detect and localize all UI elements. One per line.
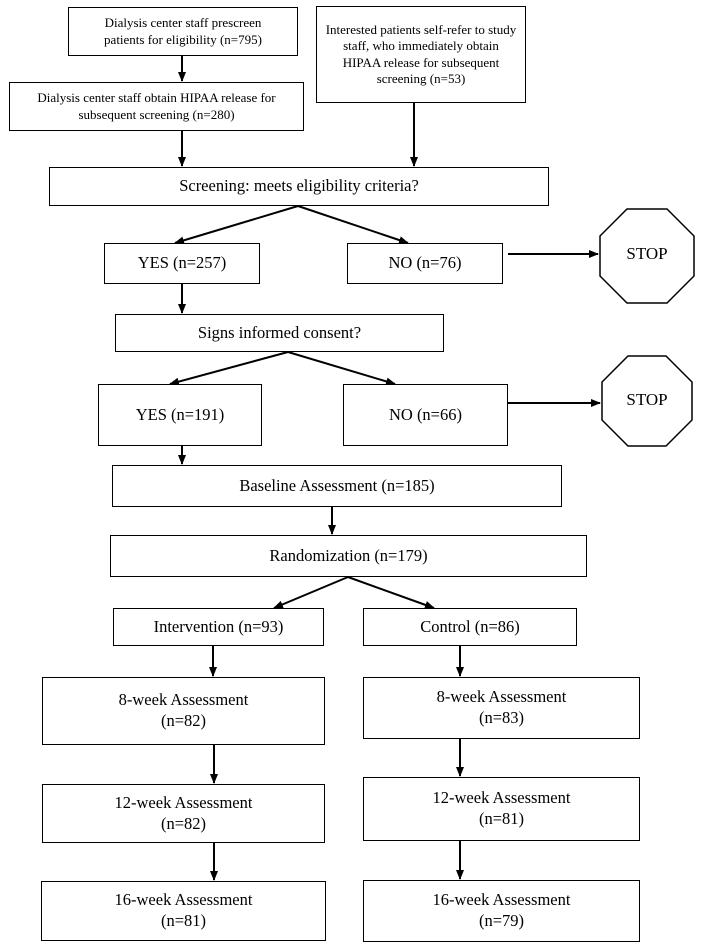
assessment-count: (n=82) <box>160 711 207 730</box>
stop-text: STOP <box>626 244 668 263</box>
stop-sign-1: STOP <box>599 208 695 304</box>
stop-sign-2: STOP <box>601 355 693 447</box>
assessment-title: 8-week Assessment <box>436 687 567 707</box>
screen-no-text: NO (n=76) <box>388 253 462 273</box>
intervention-box: Intervention (n=93) <box>113 608 324 646</box>
screening-text: Screening: meets eligibility criteria? <box>179 176 419 196</box>
self-refer-box: Interested patients self-refer to study … <box>316 6 526 103</box>
assessment-title: 12-week Assessment <box>432 788 571 808</box>
consent-no-box: NO (n=66) <box>343 384 508 446</box>
consent-yes-text: YES (n=191) <box>135 404 225 424</box>
arrow <box>169 351 289 386</box>
octagon-icon <box>601 355 693 447</box>
assessment-count: (n=79) <box>478 911 525 930</box>
control-12week-box: 12-week Assessment (n=81) <box>363 777 640 841</box>
consent-no-text: NO (n=66) <box>388 404 462 424</box>
baseline-text: Baseline Assessment (n=185) <box>239 475 435 495</box>
screen-no-box: NO (n=76) <box>347 243 503 284</box>
assessment-count: (n=83) <box>478 708 525 727</box>
assessment-title: 16-week Assessment <box>432 890 571 910</box>
assessment-title: 16-week Assessment <box>114 890 253 910</box>
prescreen-box: Dialysis center staff prescreen patients… <box>68 7 298 56</box>
assessment-title: 8-week Assessment <box>118 690 249 710</box>
consent-box: Signs informed consent? <box>115 314 444 352</box>
octagon-icon <box>599 208 695 304</box>
consent-yes-box: YES (n=191) <box>98 384 262 446</box>
screen-yes-box: YES (n=257) <box>104 243 260 284</box>
control-box: Control (n=86) <box>363 608 577 646</box>
arrow <box>287 351 396 386</box>
control-16week-box: 16-week Assessment (n=79) <box>363 880 640 942</box>
arrow <box>297 205 409 244</box>
arrow <box>347 576 435 609</box>
assessment-count: (n=81) <box>160 911 207 930</box>
prescreen-text: Dialysis center staff prescreen patients… <box>104 15 262 47</box>
intervention-12week-box: 12-week Assessment (n=82) <box>42 784 325 843</box>
self-refer-text: Interested patients self-refer to study … <box>325 22 517 86</box>
screening-box: Screening: meets eligibility criteria? <box>49 167 549 206</box>
randomization-text: Randomization (n=179) <box>269 545 428 565</box>
arrow <box>174 205 299 245</box>
assessment-title: 12-week Assessment <box>114 792 253 812</box>
control-8week-box: 8-week Assessment (n=83) <box>363 677 640 739</box>
control-text: Control (n=86) <box>420 616 520 636</box>
consent-text: Signs informed consent? <box>197 322 362 342</box>
assessment-count: (n=82) <box>160 813 207 833</box>
hipaa-text: Dialysis center staff obtain HIPAA relea… <box>37 90 276 122</box>
intervention-16week-box: 16-week Assessment (n=81) <box>41 881 326 941</box>
assessment-count: (n=81) <box>478 809 525 828</box>
arrow <box>273 576 349 609</box>
intervention-text: Intervention (n=93) <box>153 616 284 636</box>
screen-yes-text: YES (n=257) <box>137 253 227 273</box>
stop-text: STOP <box>626 390 668 409</box>
randomization-box: Randomization (n=179) <box>110 535 587 577</box>
hipaa-box: Dialysis center staff obtain HIPAA relea… <box>9 82 304 131</box>
baseline-box: Baseline Assessment (n=185) <box>112 465 562 507</box>
intervention-8week-box: 8-week Assessment (n=82) <box>42 677 325 745</box>
